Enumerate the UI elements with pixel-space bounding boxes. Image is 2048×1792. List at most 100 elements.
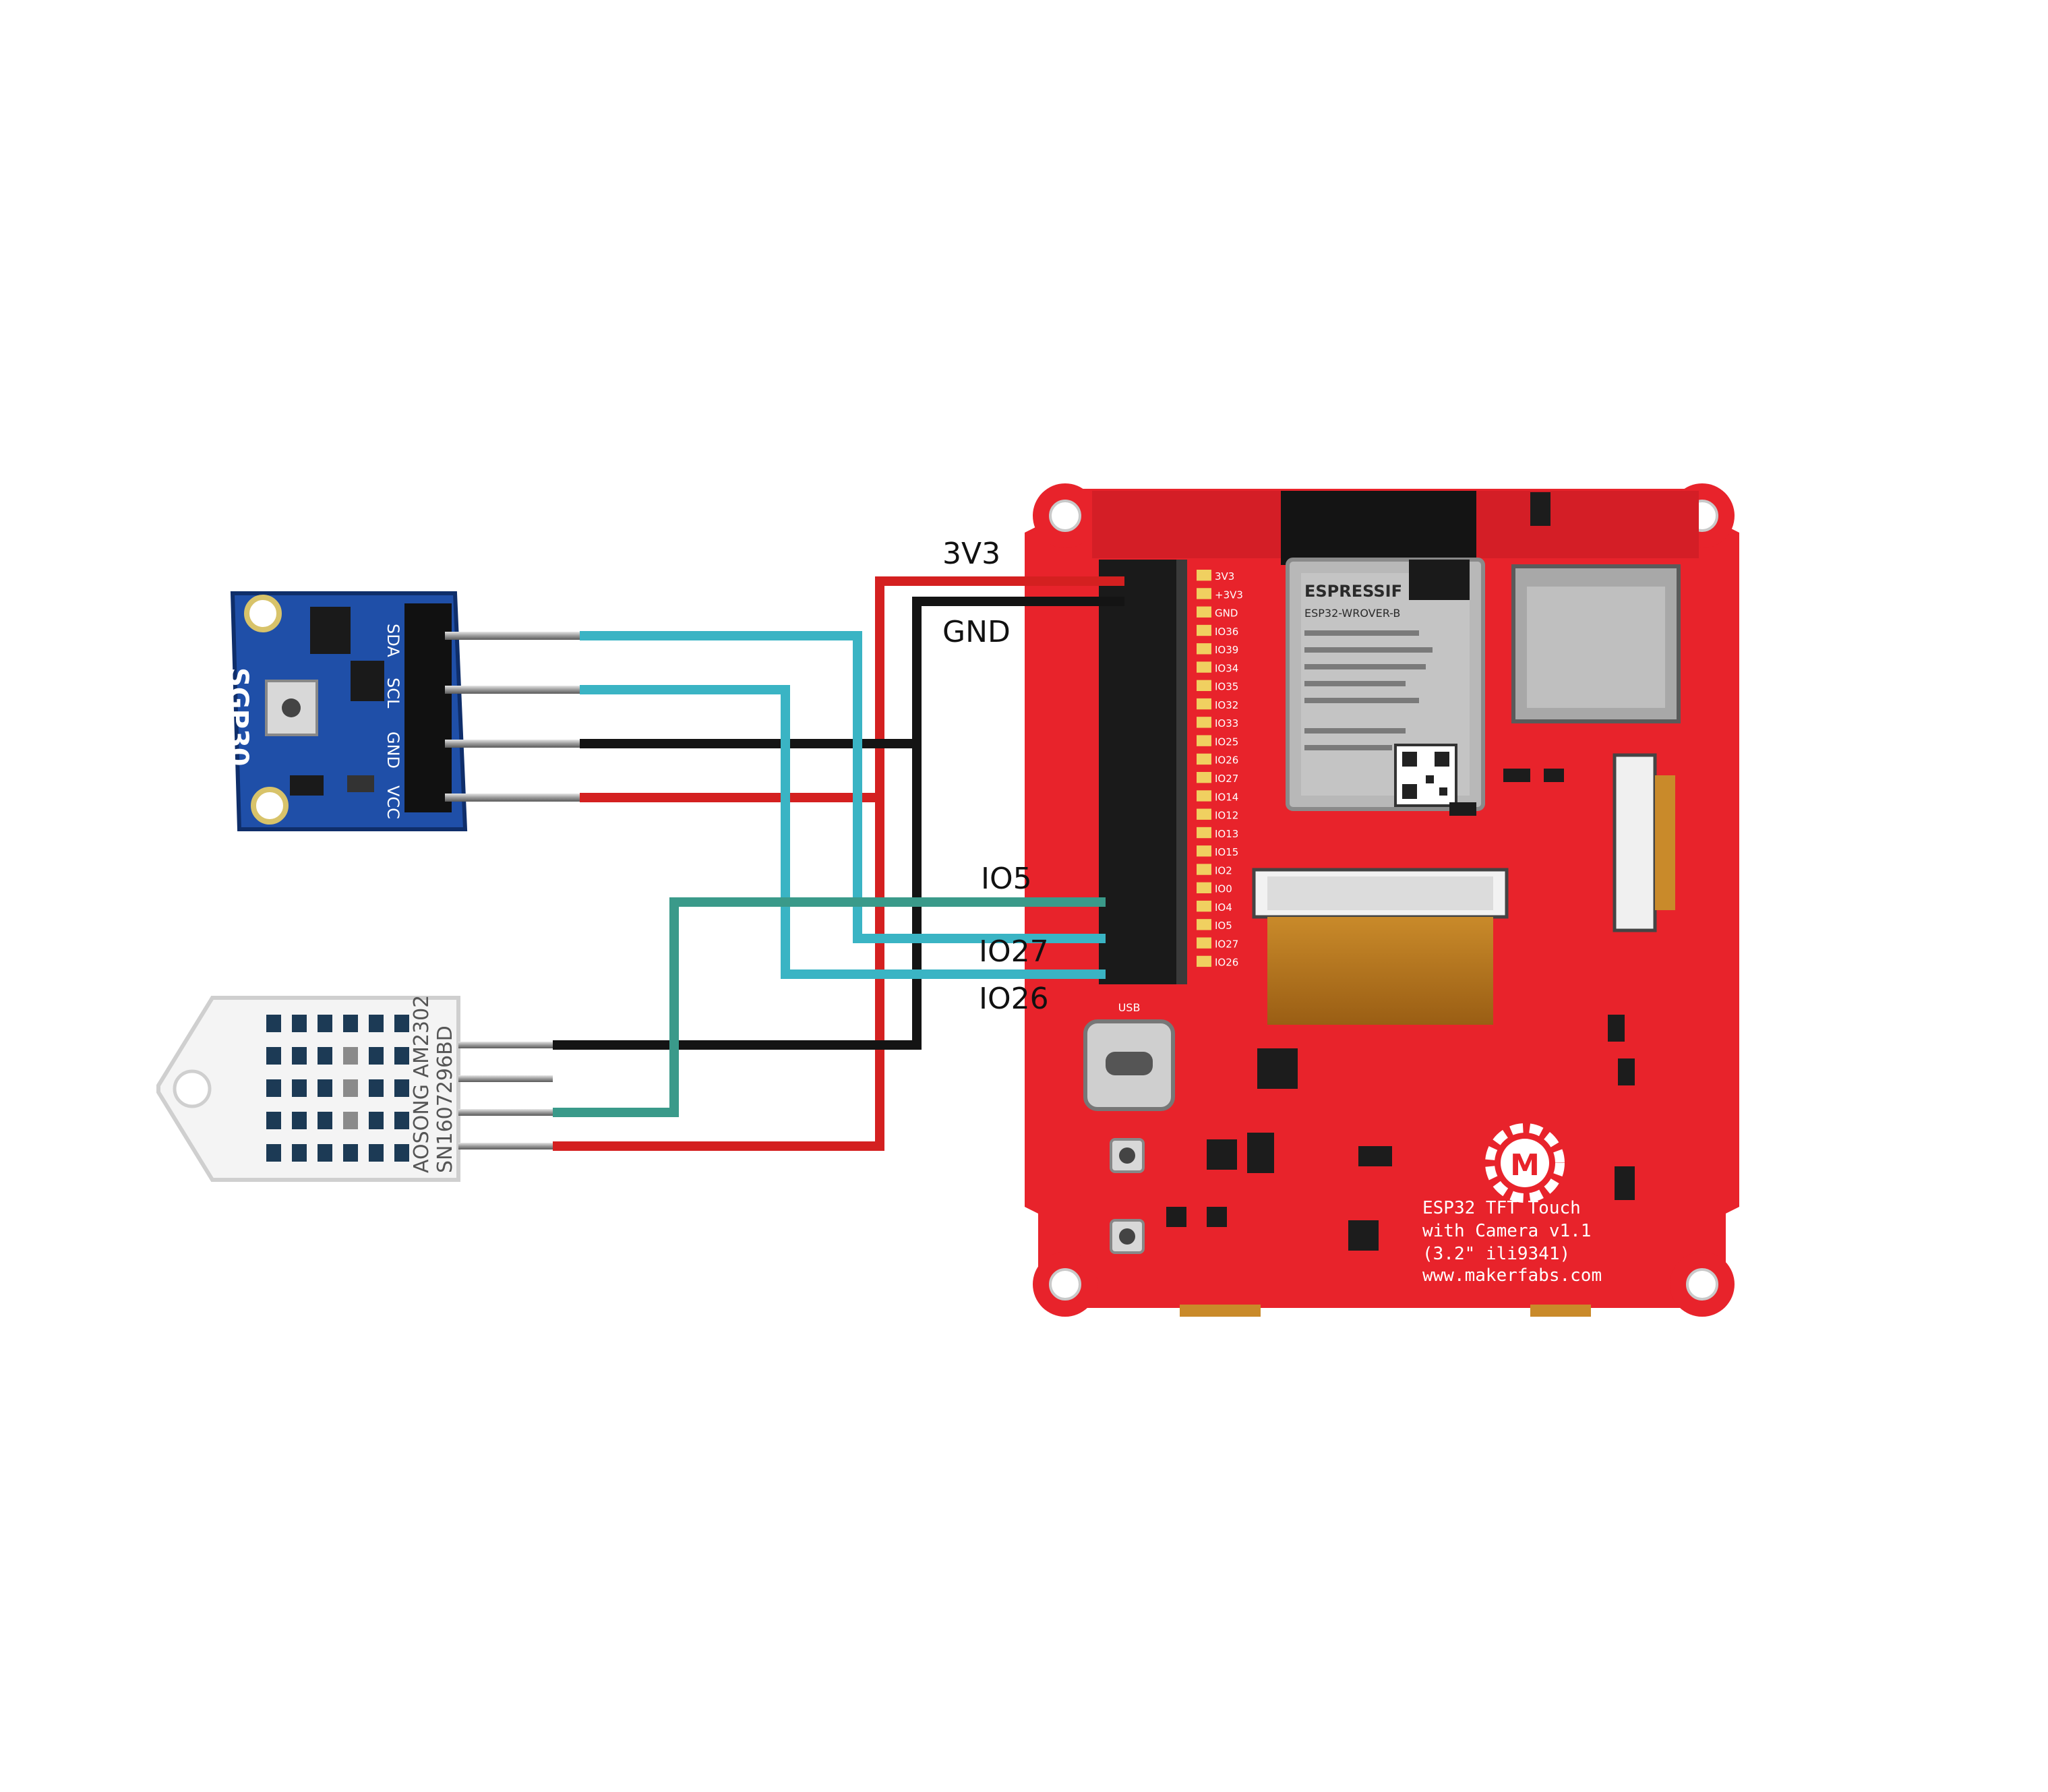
vent-slot (266, 1047, 281, 1065)
board-title-line1: ESP32 TFT Touch (1422, 1198, 1581, 1218)
vent-slot (343, 1015, 358, 1032)
header-pad (1197, 753, 1211, 765)
am2302-vent-grid (266, 1015, 409, 1162)
header-pad (1197, 900, 1211, 912)
header-pin-label: GND (1215, 607, 1238, 620)
board-title-line2: with Camera v1.1 (1422, 1221, 1591, 1241)
header-pad (1197, 717, 1211, 728)
header-pad (1197, 808, 1211, 820)
vent-slot (266, 1112, 281, 1129)
header-pad (1197, 643, 1211, 655)
fpc-connector-right (1613, 753, 1657, 932)
am2302-mount-hole (173, 1069, 212, 1108)
board-url: www.makerfabs.com (1422, 1265, 1602, 1286)
vent-slot (369, 1079, 384, 1097)
header-pin-label: IO15 (1215, 846, 1238, 858)
header-pin-label: IO27 (1215, 938, 1238, 950)
header-pin-label: IO27 (1215, 773, 1238, 785)
vent-slot (266, 1144, 281, 1162)
vent-slot (394, 1015, 409, 1032)
flex-cable (1267, 917, 1493, 1025)
wire-3v3 (553, 576, 1124, 1151)
header-pin-label: IO13 (1215, 828, 1238, 840)
module-brand: ESPRESSIF (1304, 582, 1402, 601)
vent-slot (292, 1079, 307, 1097)
header-pin-label: 3V3 (1215, 570, 1234, 583)
header-pad (1197, 772, 1211, 783)
header-pin-label: IO12 (1215, 810, 1238, 822)
logo-letter: M (1510, 1148, 1540, 1183)
am2302-sensor: AOSONG AM2302 SN1607296BD (156, 995, 553, 1182)
vent-slot (266, 1015, 281, 1032)
mount-hole-top-left (1049, 500, 1081, 532)
header-pin-labels: 3V3+3V3GNDIO36IO39IO34IO35IO32IO33IO25IO… (1197, 570, 1243, 969)
vent-slot (343, 1144, 358, 1162)
vent-slot (292, 1112, 307, 1129)
wire-labels: 3V3 GND IO5 IO27 IO26 (942, 537, 1049, 1016)
header-pin-label: IO26 (1215, 754, 1238, 767)
sgp30-label: SGP30 (222, 667, 253, 767)
vent-slot (343, 1079, 358, 1097)
vent-slot (394, 1047, 409, 1065)
header-pin-label: IO25 (1215, 736, 1238, 748)
makerfabs-logo: M (1485, 1123, 1565, 1203)
esp32-tft-board: 3V3+3V3GNDIO36IO39IO34IO35IO32IO33IO25IO… (1025, 483, 1739, 1317)
vent-slot (369, 1047, 384, 1065)
sgp30-mount-hole-top (244, 595, 282, 632)
header-pad (1197, 919, 1211, 930)
header-pad (1197, 661, 1211, 673)
board-silkscreen-title: ESP32 TFT Touch with Camera v1.1 (3.2" i… (1422, 1198, 1602, 1286)
header-pin-label: IO5 (1215, 920, 1232, 932)
vent-slot (394, 1112, 409, 1129)
vent-slot (318, 1112, 332, 1129)
label-io27: IO27 (979, 934, 1049, 969)
label-io26: IO26 (979, 982, 1049, 1016)
vent-slot (369, 1015, 384, 1032)
mount-hole-bottom-right (1686, 1268, 1718, 1301)
usb-label: USB (1118, 1001, 1141, 1014)
vent-slot (266, 1079, 281, 1097)
header-pad (1197, 864, 1211, 875)
header-pad (1197, 735, 1211, 746)
vent-slot (369, 1112, 384, 1129)
header-pad (1197, 588, 1211, 599)
header-pin-label: IO35 (1215, 681, 1238, 693)
header-pin-label: IO32 (1215, 699, 1238, 711)
header-pad (1197, 624, 1211, 636)
vent-slot (292, 1015, 307, 1032)
header-pin-label: IO2 (1215, 864, 1232, 876)
smd-components (1166, 492, 1635, 1251)
header-pin-label: IO14 (1215, 791, 1238, 803)
wire-io26 (580, 631, 1106, 943)
sgp30-pin-label: VCC (384, 785, 402, 819)
label-gnd: GND (942, 615, 1011, 649)
wire-io27 (580, 685, 1106, 979)
header-pad (1197, 937, 1211, 949)
header-pad (1197, 698, 1211, 710)
header-pin-label: IO4 (1215, 901, 1232, 914)
header-pin-label: IO0 (1215, 883, 1232, 895)
header-pad (1197, 845, 1211, 857)
module-model: ESP32-WROVER-B (1304, 607, 1400, 620)
am2302-label-line1: AOSONG AM2302 (410, 995, 433, 1173)
vent-slot (343, 1112, 358, 1129)
vent-slot (369, 1144, 384, 1162)
header-pad (1197, 827, 1211, 839)
mount-hole-bottom-left (1049, 1268, 1081, 1301)
header-pad (1197, 606, 1211, 618)
vent-slot (394, 1144, 409, 1162)
label-3v3: 3V3 (942, 537, 1000, 571)
vent-slot (343, 1047, 358, 1065)
sgp30-mount-hole-bottom (251, 787, 289, 825)
am2302-label-line2: SN1607296BD (433, 1025, 457, 1173)
vent-slot (318, 1079, 332, 1097)
header-pin-label: IO26 (1215, 957, 1238, 969)
vent-slot (292, 1144, 307, 1162)
header-pin-label: IO39 (1215, 644, 1238, 656)
label-io5: IO5 (981, 862, 1032, 896)
wire-gnd (553, 597, 1124, 1050)
header-pad (1197, 882, 1211, 893)
header-pad (1197, 680, 1211, 691)
